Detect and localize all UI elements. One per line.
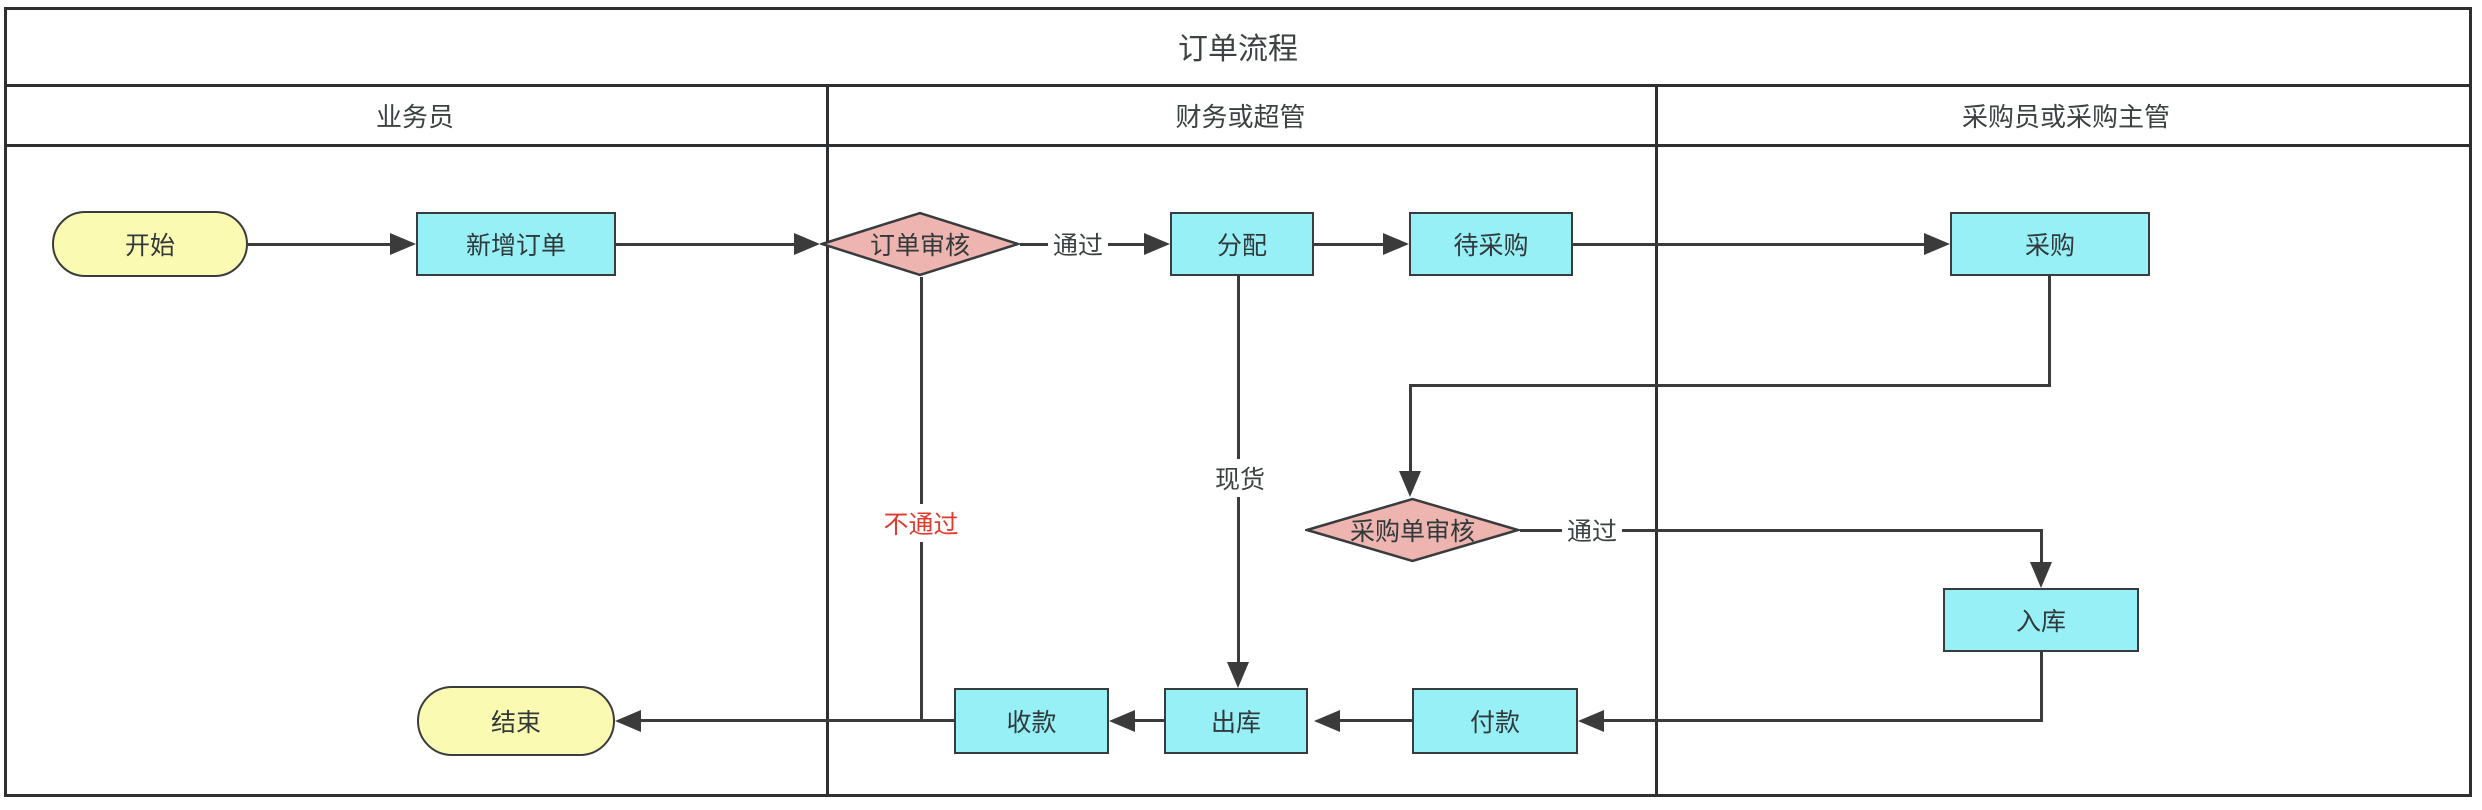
edge-review-rejected-down xyxy=(920,277,923,722)
edge-label-pass-po: 通过 xyxy=(1561,511,1623,549)
lane-divider-1 xyxy=(826,84,829,797)
lane-divider-2 xyxy=(1655,84,1658,797)
edge-purchase-to-po-review xyxy=(1409,384,1412,473)
node-purchase: 采购 xyxy=(1950,212,2150,276)
edge-label-pass-order: 通过 xyxy=(1047,225,1109,263)
node-start: 开始 xyxy=(52,211,248,277)
edge-label-in-stock: 现货 xyxy=(1209,459,1271,497)
node-to-purchase-label: 待采购 xyxy=(1453,232,1529,260)
decision-diamond-shape xyxy=(1305,497,1520,563)
edge-pending-to-purchase xyxy=(1573,243,1926,246)
node-inbound: 入库 xyxy=(1943,588,2139,652)
edge-purchase-down xyxy=(2048,276,2051,387)
title-separator-line xyxy=(4,84,2472,87)
arrowhead-right xyxy=(1383,233,1409,255)
node-purchase-label: 采购 xyxy=(2024,232,2075,260)
node-allocate: 分配 xyxy=(1170,212,1314,276)
node-pay: 付款 xyxy=(1412,688,1578,754)
lane-header-salesperson: 业务员 xyxy=(375,102,454,132)
decision-diamond-shape xyxy=(820,211,1020,277)
header-separator-line xyxy=(4,144,2472,147)
edge-pay-to-outbound xyxy=(1338,719,1412,722)
arrowhead-left xyxy=(1109,710,1135,732)
arrowhead-left xyxy=(615,710,641,732)
edge-outbound-to-receive xyxy=(1133,719,1164,722)
node-po-review: 采购单审核 xyxy=(1305,497,1520,563)
node-to-purchase: 待采购 xyxy=(1409,212,1573,276)
edge-inbound-to-pay xyxy=(1602,719,2042,722)
arrowhead-right xyxy=(1924,233,1950,255)
edge-po-pass-across xyxy=(1520,529,2042,532)
lane-header-finance: 财务或超管 xyxy=(1175,102,1306,132)
arrowhead-left xyxy=(1578,710,1604,732)
arrowhead-right xyxy=(794,233,820,255)
edge-inbound-down xyxy=(2040,652,2043,722)
node-end: 结束 xyxy=(417,686,615,756)
node-order-review-label: 订单审核 xyxy=(869,232,970,260)
arrowhead-down xyxy=(2030,562,2052,588)
edge-start-to-new-order xyxy=(248,243,392,246)
edge-new-order-to-review xyxy=(616,243,796,246)
node-end-label: 结束 xyxy=(490,709,541,737)
edge-po-pass-down xyxy=(2040,529,2043,564)
node-order-review: 订单审核 xyxy=(820,211,1020,277)
node-outbound-label: 出库 xyxy=(1210,709,1261,737)
node-new-order: 新增订单 xyxy=(416,212,616,276)
arrowhead-down xyxy=(1399,471,1421,497)
edge-label-rejected: 不通过 xyxy=(878,504,964,542)
arrowhead-left xyxy=(1314,710,1340,732)
node-receive-payment-label: 收款 xyxy=(1006,709,1057,737)
diagram-border xyxy=(4,7,2472,797)
node-allocate-label: 分配 xyxy=(1216,232,1267,260)
node-outbound: 出库 xyxy=(1164,688,1308,754)
node-start-label: 开始 xyxy=(124,232,175,260)
edge-allocate-to-pending xyxy=(1314,243,1385,246)
node-receive-payment: 收款 xyxy=(954,688,1109,754)
node-po-review-label: 采购单审核 xyxy=(1349,518,1475,546)
diagram-title: 订单流程 xyxy=(1178,32,1298,66)
node-new-order-label: 新增订单 xyxy=(465,232,566,260)
arrowhead-down xyxy=(1227,662,1249,688)
edge-receive-to-end xyxy=(639,719,954,722)
arrowhead-right xyxy=(1144,233,1170,255)
lane-header-purchasing: 采购员或采购主管 xyxy=(1961,102,2170,132)
node-pay-label: 付款 xyxy=(1469,709,1520,737)
edge-purchase-across xyxy=(1409,384,2051,387)
node-inbound-label: 入库 xyxy=(2015,608,2066,636)
arrowhead-right xyxy=(390,233,416,255)
